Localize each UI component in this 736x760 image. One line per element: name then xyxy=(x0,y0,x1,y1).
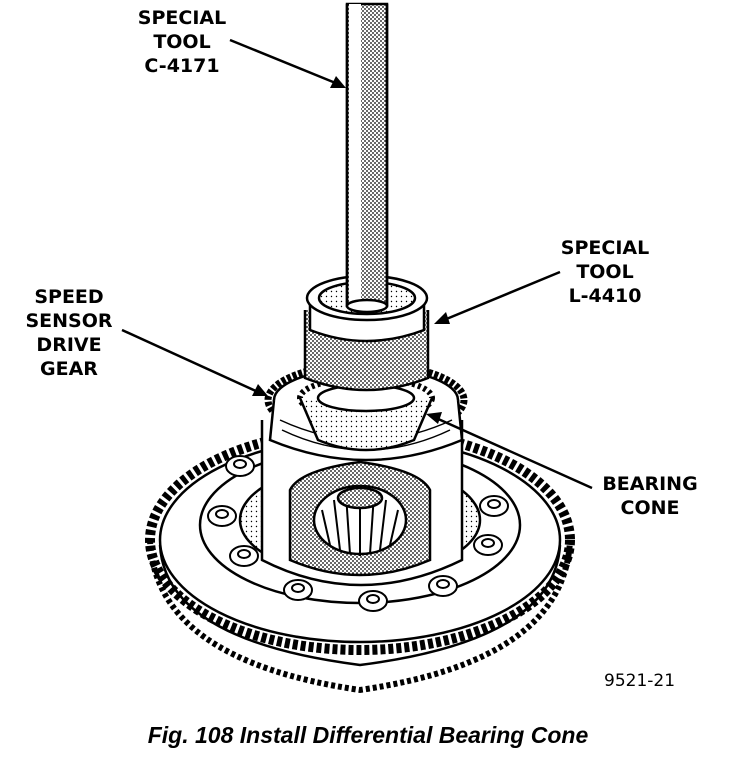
leader-lines xyxy=(121,38,593,490)
bearing-cone xyxy=(297,375,435,452)
bolt xyxy=(358,590,388,612)
label-speed-sensor-drive-gear: SPEED SENSOR DRIVE GEAR xyxy=(25,286,113,380)
bolt xyxy=(229,545,259,567)
differential-illustration xyxy=(121,2,593,694)
driver-handle-c4171 xyxy=(345,2,389,314)
bolt xyxy=(428,575,458,597)
arrow-l4410 xyxy=(434,270,561,324)
installer-cup-l4410 xyxy=(303,274,430,392)
bolt xyxy=(225,455,255,477)
label-special-tool-l4410: SPECIAL TOOL L-4410 xyxy=(560,237,650,307)
figure-caption: Fig. 108 Install Differential Bearing Co… xyxy=(147,722,589,748)
arrow-bearing-cone xyxy=(426,412,593,490)
bolt xyxy=(283,579,313,601)
bolt xyxy=(207,505,237,527)
label-bearing-cone: BEARING CONE xyxy=(602,473,698,519)
pinion-gear xyxy=(312,484,408,556)
arrow-c4171 xyxy=(229,38,346,88)
figure-reference-number: 9521-21 xyxy=(604,671,676,691)
bolt xyxy=(473,534,503,556)
differential-case xyxy=(260,420,464,587)
arrow-speed-sensor xyxy=(121,328,268,396)
ring-gear-bolts xyxy=(207,455,509,612)
label-special-tool-c4171: SPECIAL TOOL C-4171 xyxy=(137,7,227,77)
bolt xyxy=(479,495,509,517)
